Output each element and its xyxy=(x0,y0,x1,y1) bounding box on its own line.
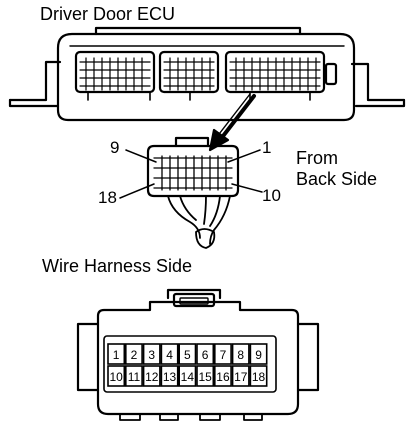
pin-cell-2 xyxy=(125,343,143,365)
pin-cell-12 xyxy=(142,365,161,387)
pin-number-15: 15 xyxy=(198,370,212,384)
pin-cell-9 xyxy=(249,343,268,365)
callout-pin-18: 18 xyxy=(98,188,117,207)
ecu-socket-pins xyxy=(79,57,321,91)
callout-pin-10: 10 xyxy=(262,186,281,205)
ecu-unit xyxy=(8,26,406,122)
pin-number-16: 16 xyxy=(216,370,230,384)
back-side-connector xyxy=(119,136,263,249)
pin-number-12: 12 xyxy=(145,370,159,384)
harness-side-title: Wire Harness Side xyxy=(42,256,193,276)
pin-number-3: 3 xyxy=(148,348,155,362)
pin-number-14: 14 xyxy=(181,370,195,384)
pin-number-17: 17 xyxy=(234,370,248,384)
pin-cell-16 xyxy=(214,365,232,387)
pin-number-8: 8 xyxy=(237,348,244,362)
pin-number-11: 11 xyxy=(128,370,141,384)
pin-number-9: 9 xyxy=(255,348,262,362)
pin-number-18: 18 xyxy=(252,370,266,384)
pin-number-13: 13 xyxy=(163,370,177,384)
pin-cell-1 xyxy=(107,343,126,365)
pin-cell-5 xyxy=(178,343,197,365)
pin-number-10: 10 xyxy=(109,370,123,384)
ecu-title: Driver Door ECU xyxy=(40,4,176,24)
pin-cell-4 xyxy=(160,343,179,365)
harness-side-connector xyxy=(76,288,320,421)
pin-cell-17 xyxy=(231,365,250,387)
pin-number-6: 6 xyxy=(202,348,209,362)
pin-cell-7 xyxy=(214,343,232,365)
pin-cell-6 xyxy=(196,343,215,365)
back-side-label: From Back Side xyxy=(296,148,377,190)
pin-cell-3 xyxy=(142,343,161,365)
pin-number-5: 5 xyxy=(184,348,191,362)
pin-number-7: 7 xyxy=(220,348,227,362)
pin-cell-15 xyxy=(196,365,215,387)
pin-cell-13 xyxy=(160,365,179,387)
pin-number-2: 2 xyxy=(131,348,138,362)
back-side-label-line2: Back Side xyxy=(296,169,378,189)
pointer-arrow xyxy=(208,93,256,152)
pin-cell-14 xyxy=(178,365,197,387)
callout-pin-1: 1 xyxy=(262,138,272,157)
pin-number-4: 4 xyxy=(166,348,173,362)
pin-cell-8 xyxy=(231,343,250,365)
callout-pin-9: 9 xyxy=(110,138,120,157)
back-side-label-line1: From xyxy=(296,148,338,168)
pin-number-1: 1 xyxy=(113,348,120,362)
pin-cell-10 xyxy=(107,365,126,387)
pin-cell-18 xyxy=(249,365,268,387)
pin-cell-11 xyxy=(125,365,143,387)
